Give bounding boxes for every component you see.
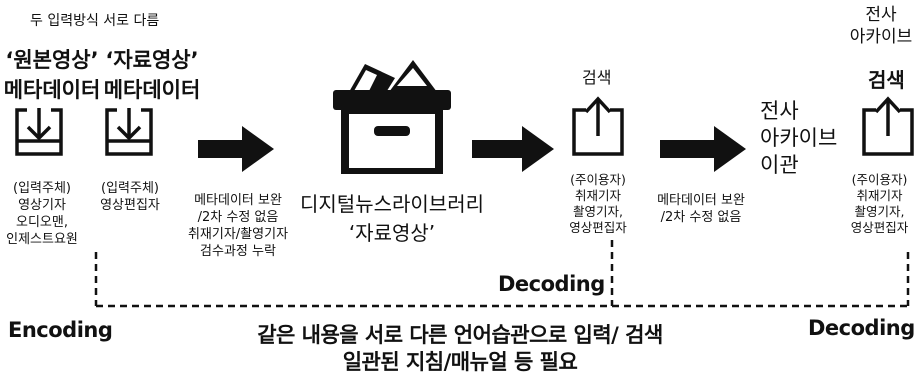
archive-move-line1: 전사 xyxy=(760,99,799,123)
input-material: (입력주체) 영상편집자 xyxy=(88,180,172,214)
search-2-label: 검색 xyxy=(868,68,905,92)
decoding-right-label: Decoding xyxy=(808,316,915,340)
search-1-line1: (주이용자) xyxy=(570,172,626,187)
search-2-line3: 촬영기자, xyxy=(854,204,905,219)
archive-top: 전사 아카이브 xyxy=(841,4,921,48)
source-original-line1: ‘원본영상’ xyxy=(5,48,99,72)
archive-move: 전사 아카이브 이관 xyxy=(760,98,860,179)
archive-box-icon xyxy=(333,60,451,174)
input-original-line4: 인제스트요원 xyxy=(6,232,78,247)
right-arrow-icon xyxy=(472,126,554,172)
search-1-line2: 취재기자 xyxy=(574,188,621,203)
input-original-line2: 영상기자 xyxy=(18,198,66,213)
search-1-users: (주이용자) 취재기자 촬영기자, 영상편집자 xyxy=(556,172,640,236)
process-1-line1: 메타데이터 보완 xyxy=(194,193,282,208)
inbox-out-icon xyxy=(862,96,914,156)
top-note: 두 입력방식 서로 다름 xyxy=(30,13,160,29)
source-original-label: ‘원본영상’ 메타데이터 xyxy=(0,44,104,104)
library-line2: ‘자료영상’ xyxy=(348,221,436,245)
process-1-line3: 취재기자/촬영기자 xyxy=(187,227,289,242)
search-2-line1: (주이용자) xyxy=(851,172,908,187)
encoding-label: Encoding xyxy=(8,318,113,342)
input-original-line1: (입력주체) xyxy=(13,181,71,196)
input-material-line1: (입력주체) xyxy=(101,181,159,196)
source-material-label: ‘자료영상’ 메타데이터 xyxy=(100,44,204,104)
right-arrow-icon xyxy=(660,126,746,172)
process-2-line1: 메타데이터 보완 xyxy=(657,193,745,208)
input-original: (입력주체) 영상기자 오디오맨, 인제스트요원 xyxy=(0,180,84,248)
archive-top-line2: 아카이브 xyxy=(849,27,913,47)
search-1-line3: 촬영기자, xyxy=(573,204,623,219)
archive-move-line3: 이관 xyxy=(760,153,799,177)
process-1-line2: /2차 수정 없음 xyxy=(197,210,279,225)
search-2-users: (주이용자) 취재기자 촬영기자, 영상편집자 xyxy=(838,172,921,236)
process-1-line4: 검수과정 누락 xyxy=(200,244,276,259)
right-arrow-icon xyxy=(198,126,274,172)
library-label: 디지털뉴스라이브러리 ‘자료영상’ xyxy=(282,188,502,246)
archive-top-line1: 전사 xyxy=(865,5,897,25)
bottom-line2: 일관된 지침/매뉴얼 등 필요 xyxy=(342,350,578,374)
search-2-line2: 취재기자 xyxy=(856,188,903,203)
search-1-label: 검색 xyxy=(582,68,612,87)
source-material-line2: 메타데이터 xyxy=(103,78,201,102)
library-line1: 디지털뉴스라이브러리 xyxy=(300,192,484,216)
process-2-line2: /2차 수정 없음 xyxy=(660,210,742,225)
input-original-line3: 오디오맨, xyxy=(16,215,68,230)
search-2-line4: 영상편집자 xyxy=(850,220,909,235)
input-material-line2: 영상편집자 xyxy=(100,198,160,213)
inbox-in-icon xyxy=(105,108,153,156)
source-original-line2: 메타데이터 xyxy=(3,78,101,102)
process-1-text: 메타데이터 보완 /2차 수정 없음 취재기자/촬영기자 검수과정 누락 xyxy=(178,192,298,260)
source-material-line1: ‘자료영상’ xyxy=(105,48,199,72)
search-1-line4: 영상편집자 xyxy=(569,220,627,235)
inbox-out-icon xyxy=(572,96,624,156)
decoding-mid-label: Decoding xyxy=(498,272,605,296)
inbox-in-icon xyxy=(15,108,63,156)
archive-move-line2: 아카이브 xyxy=(760,126,838,150)
bottom-line1: 같은 내용을 서로 다른 언어습관으로 입력/ 검색 xyxy=(257,323,663,347)
process-2-text: 메타데이터 보완 /2차 수정 없음 xyxy=(646,192,756,226)
bottom-text: 같은 내용을 서로 다른 언어습관으로 입력/ 검색 일관된 지침/매뉴얼 등 … xyxy=(160,322,760,376)
